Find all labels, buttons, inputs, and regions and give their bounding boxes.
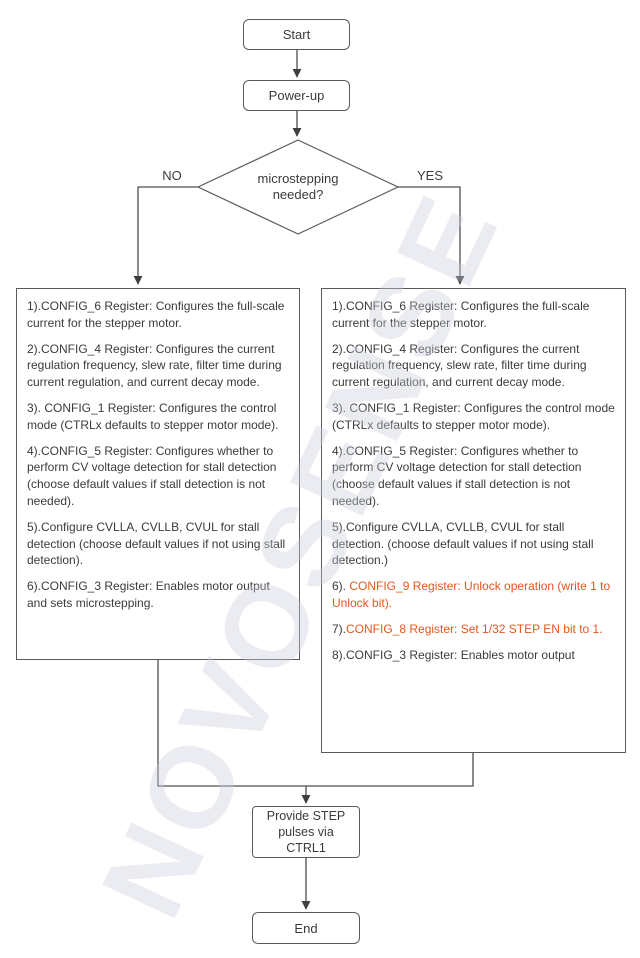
step-number: 3). bbox=[27, 400, 42, 415]
step-number: 2). bbox=[27, 341, 42, 356]
step-text: CONFIG_6 Register: Configures the full-s… bbox=[27, 299, 285, 330]
step-number: 6). bbox=[332, 579, 347, 594]
step-item-highlight: 6). CONFIG_9 Register: Unlock operation … bbox=[332, 578, 615, 612]
step-number: 5). bbox=[27, 519, 42, 534]
step-number: 1). bbox=[332, 299, 347, 313]
step-number: 5). bbox=[332, 519, 347, 534]
step-number: 1). bbox=[27, 299, 42, 313]
step-number: 7). bbox=[332, 621, 347, 636]
step-item: 1).CONFIG_6 Register: Configures the ful… bbox=[27, 298, 289, 332]
no-branch-label: NO bbox=[162, 168, 182, 183]
step-text: CONFIG_6 Register: Configures the full-s… bbox=[332, 299, 590, 330]
start-node: Start bbox=[243, 19, 350, 50]
step-text: CONFIG_5 Register: Configures whether to… bbox=[332, 443, 582, 508]
step-item: 2).CONFIG_4 Register: Configures the cur… bbox=[27, 341, 289, 391]
no-branch-steps-box: 1).CONFIG_6 Register: Configures the ful… bbox=[16, 288, 300, 660]
step-number: 4). bbox=[332, 443, 347, 458]
step-text: CONFIG_3 Register: Enables motor output … bbox=[27, 579, 270, 610]
step-item: 6).CONFIG_3 Register: Enables motor outp… bbox=[27, 578, 289, 612]
step-text: CONFIG_3 Register: Enables motor output bbox=[346, 647, 575, 662]
step-text: CONFIG_4 Register: Configures the curren… bbox=[332, 341, 587, 390]
no-branch-connector bbox=[133, 186, 198, 285]
step-text: CONFIG_5 Register: Configures whether to… bbox=[27, 443, 277, 508]
step-text: Configure CVLLA, CVLLB, CVUL for stall d… bbox=[332, 519, 594, 568]
step-item: 5).Configure CVLLA, CVLLB, CVUL for stal… bbox=[332, 519, 615, 569]
powerup-node: Power-up bbox=[243, 80, 350, 111]
step-number: 3). bbox=[332, 400, 347, 415]
step-number: 2). bbox=[332, 341, 347, 356]
step-item: 3). CONFIG_1 Register: Configures the co… bbox=[332, 400, 615, 434]
end-node: End bbox=[252, 912, 360, 944]
step-item: 2).CONFIG_4 Register: Configures the cur… bbox=[332, 341, 615, 391]
step-item: 4).CONFIG_5 Register: Configures whether… bbox=[27, 443, 289, 510]
step-text: Configure CVLLA, CVLLB, CVUL for stall d… bbox=[27, 519, 286, 568]
step-text: CONFIG_4 Register: Configures the curren… bbox=[27, 341, 282, 390]
step-item: 5).Configure CVLLA, CVLLB, CVUL for stal… bbox=[27, 519, 289, 569]
provide-step-pulses-node: Provide STEP pulses via CTRL1 bbox=[252, 806, 360, 858]
step-text: CONFIG_1 Register: Configures the contro… bbox=[27, 400, 279, 432]
step-item: 1).CONFIG_6 Register: Configures the ful… bbox=[332, 298, 615, 332]
yes-branch-connector bbox=[398, 186, 465, 285]
step-text-highlight: CONFIG_8 Register: Set 1/32 STEP EN bit … bbox=[346, 621, 603, 636]
step-item: 3). CONFIG_1 Register: Configures the co… bbox=[27, 400, 289, 434]
yes-branch-steps-box: 1).CONFIG_6 Register: Configures the ful… bbox=[321, 288, 626, 753]
yes-branch-label: YES bbox=[416, 168, 443, 183]
step-item: 8).CONFIG_3 Register: Enables motor outp… bbox=[332, 647, 615, 664]
step-number: 4). bbox=[27, 443, 42, 458]
step-number: 6). bbox=[27, 579, 42, 594]
decision-node: microstepping needed? bbox=[257, 170, 339, 202]
step-text-highlight: CONFIG_9 Register: Unlock operation (wri… bbox=[332, 579, 611, 610]
step-item: 4).CONFIG_5 Register: Configures whether… bbox=[332, 443, 615, 510]
step-item-highlight: 7).CONFIG_8 Register: Set 1/32 STEP EN b… bbox=[332, 621, 615, 638]
step-number: 8). bbox=[332, 647, 347, 662]
step-text: CONFIG_1 Register: Configures the contro… bbox=[332, 400, 615, 432]
